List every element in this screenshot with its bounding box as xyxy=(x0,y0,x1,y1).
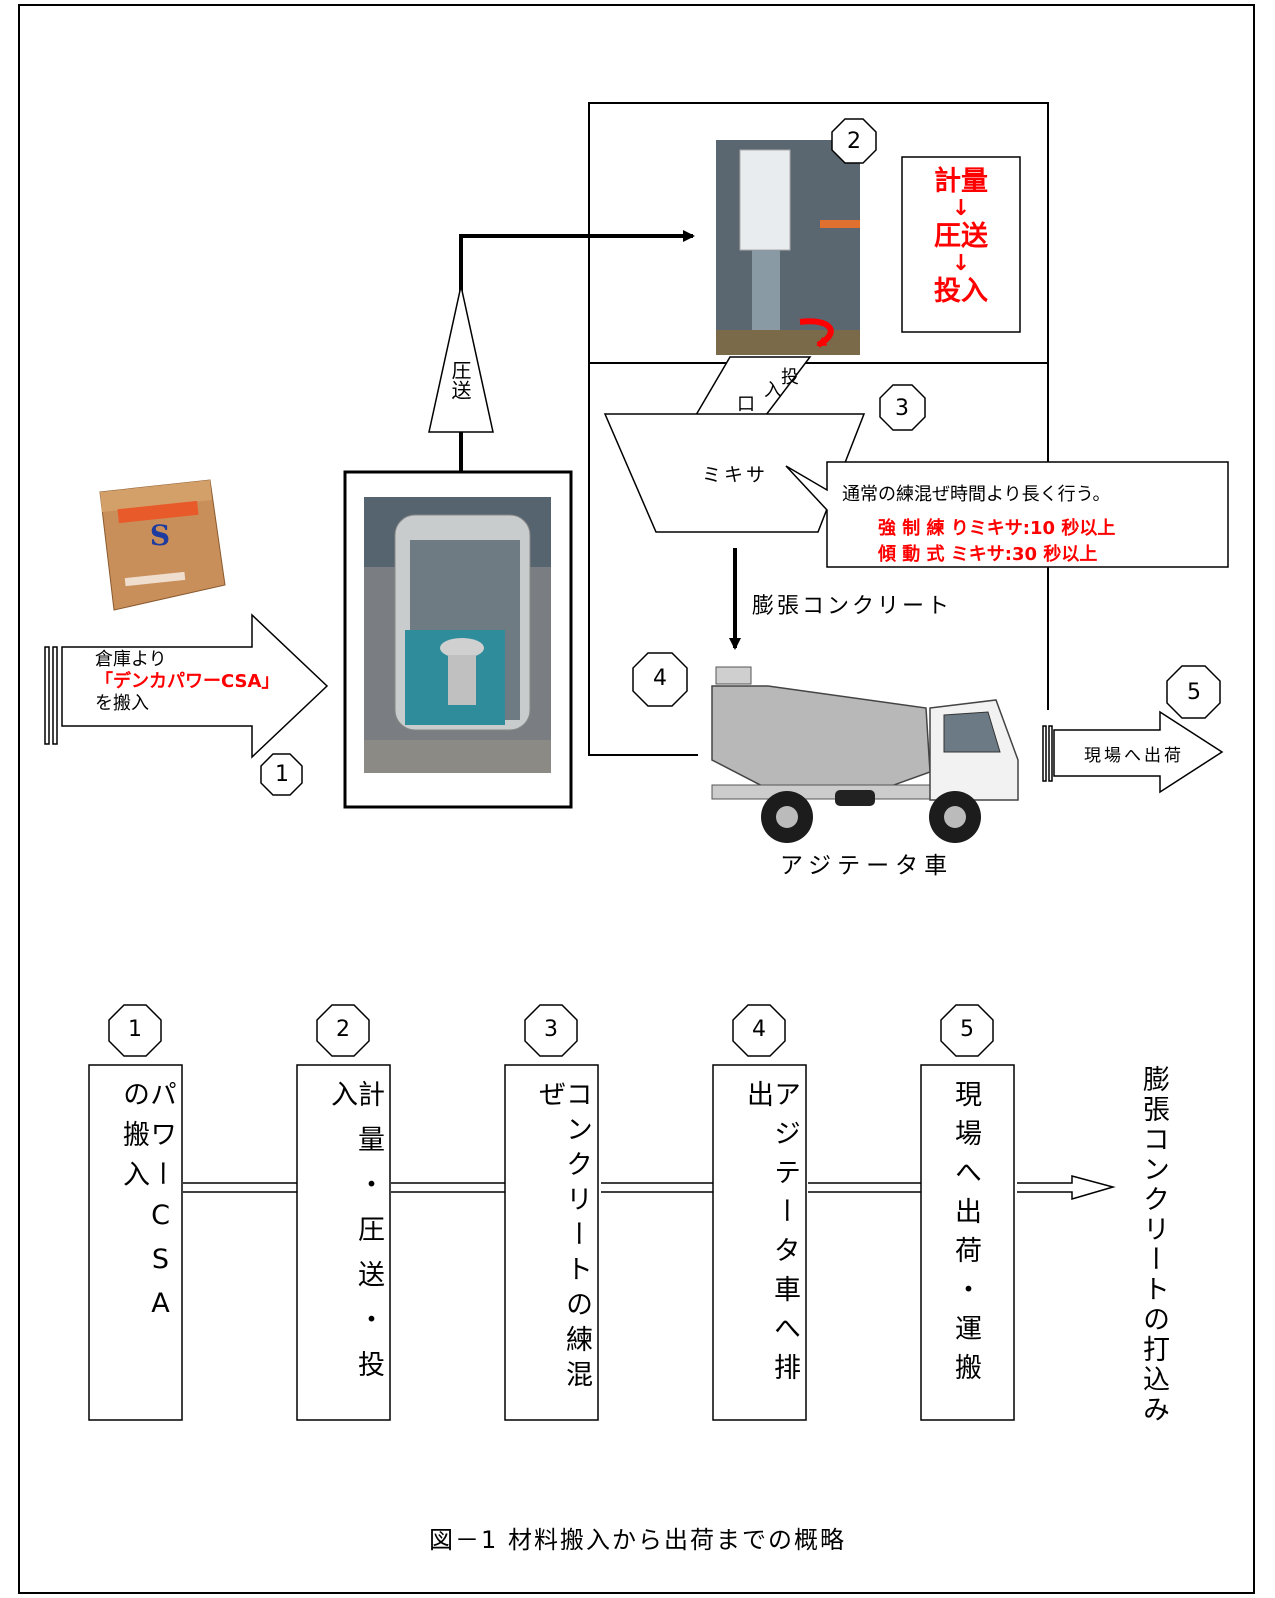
process-weigh: 計量 xyxy=(934,166,988,197)
figure-caption: 図－1 材料搬入から出荷までの概略 xyxy=(429,1526,846,1554)
step-5-marker-upper xyxy=(1166,665,1221,719)
step-2-marker-upper xyxy=(831,118,877,164)
output-arrow xyxy=(1042,710,1224,794)
mixing-time-callout xyxy=(785,461,1229,568)
cement-bag-image: S xyxy=(99,479,226,611)
process-box-text: 計量 ↓ 圧送 ↓ 投入 xyxy=(902,165,1020,308)
silo-photo xyxy=(716,140,860,355)
step-3-marker-upper xyxy=(879,384,926,431)
step-2-text: 計量・圧送・投入 xyxy=(326,1080,384,1395)
input-arrow xyxy=(44,613,329,759)
pump-triangle xyxy=(428,285,494,433)
lower-flowchart xyxy=(88,1004,1116,1421)
process-feed: 投入 xyxy=(934,276,988,307)
step-4-number-upper: 4 xyxy=(653,666,667,691)
figure-frame xyxy=(18,4,1255,1594)
input-line-3: を搬入 xyxy=(95,693,149,714)
step-4-marker-upper xyxy=(632,652,688,707)
mixer-shape xyxy=(603,413,866,533)
final-step-text: 膨張コンクリートの打込み xyxy=(1138,1065,1169,1425)
inlet-char-3: 口 xyxy=(737,394,755,415)
mixer-label: ミキサ xyxy=(701,464,768,486)
step-2-number: 2 xyxy=(336,1017,350,1042)
pump-label: 圧送 xyxy=(448,360,472,400)
truck-label: アジテータ車 xyxy=(780,853,954,879)
callout-tilting-mixer: 傾 動 式 ミキサ:30 秒以上 xyxy=(878,544,1098,565)
step-5-text: 現場へ出荷・運搬 xyxy=(950,1080,981,1392)
step-4-text: アジテータ車へ排出 xyxy=(742,1080,800,1392)
step-3-number: 3 xyxy=(544,1017,558,1042)
process-box xyxy=(901,156,1021,333)
process-arrow-1: ↓ xyxy=(951,196,971,221)
plant-building xyxy=(588,102,1049,756)
inlet-char-1: 投 xyxy=(781,367,799,388)
input-line-1: 倉庫より xyxy=(95,649,167,670)
agitator-truck xyxy=(711,666,1019,843)
flow-label: 膨張コンクリート xyxy=(752,594,953,619)
step-2-number-upper: 2 xyxy=(847,129,861,154)
input-arrow-label: 倉庫より 「デンカパワーCSA」 を搬入 xyxy=(95,649,279,715)
step-5-number-upper: 5 xyxy=(1187,680,1201,705)
output-label: 現場へ出荷 xyxy=(1084,746,1184,766)
process-arrow-2: ↓ xyxy=(951,251,971,276)
inlet-char-2: 入 xyxy=(764,380,782,401)
step-3-text: コンクリートの練混ぜ xyxy=(534,1080,592,1395)
process-pump: 圧送 xyxy=(934,221,988,252)
input-product-name: 「デンカパワーCSA」 xyxy=(95,671,280,692)
svg-text:S: S xyxy=(150,519,170,552)
callout-title: 通常の練混ぜ時間より長く行う。 xyxy=(842,484,1111,505)
step-1-number: 1 xyxy=(128,1017,142,1042)
step-1-text: パワーCSA の搬入 xyxy=(118,1080,176,1332)
step-5-number: 5 xyxy=(960,1017,974,1042)
callout-forced-mixer: 強 制 練 りミキサ:10 秒以上 xyxy=(878,518,1116,539)
step-4-number: 4 xyxy=(752,1017,766,1042)
pump-station-frame xyxy=(343,470,573,809)
step-3-number-upper: 3 xyxy=(895,396,909,421)
step-1-marker-upper xyxy=(260,753,303,796)
step-1-number-upper: 1 xyxy=(275,762,289,787)
